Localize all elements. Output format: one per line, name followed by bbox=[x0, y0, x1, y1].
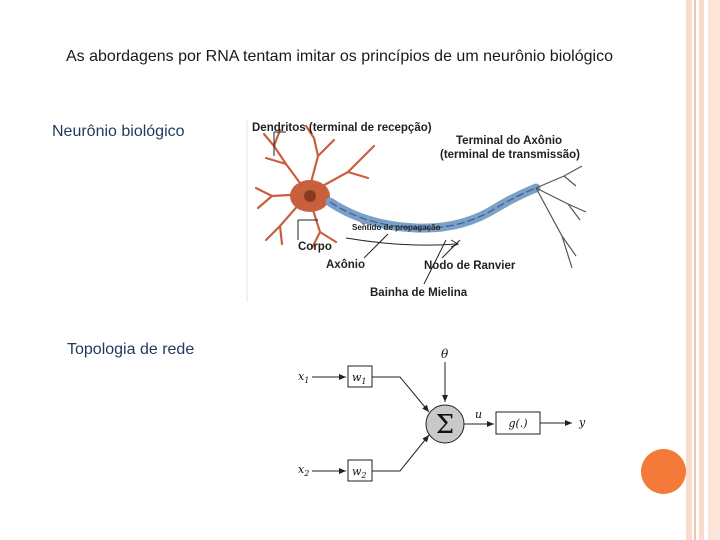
neuron-diagram: Dendritos (terminal de recepção) Termina… bbox=[246, 116, 604, 302]
y-label: y bbox=[578, 416, 586, 429]
neuron-label: Neurônio biológico bbox=[52, 123, 185, 140]
dendrites-label: Dendritos (terminal de recepção) bbox=[252, 122, 432, 134]
decor-stripe-4 bbox=[708, 0, 720, 540]
axon-terminal-label-2: (terminal de transmissão) bbox=[440, 149, 580, 161]
myelin-label: Bainha de Mielina bbox=[370, 287, 468, 299]
w1-label: w1 bbox=[352, 371, 367, 386]
u-label: u bbox=[475, 408, 482, 421]
w2-label: w2 bbox=[352, 465, 367, 480]
decor-stripe-2 bbox=[694, 0, 696, 540]
topology-label: Topologia de rede bbox=[67, 341, 195, 358]
x2-label: x2 bbox=[298, 463, 309, 478]
perceptron-diagram: x1 w1 x2 w2 θ Σ u g(.) y bbox=[298, 347, 586, 482]
propagation-label: Sentido de propagação bbox=[352, 223, 441, 232]
decor-stripe-3 bbox=[699, 0, 704, 540]
x1-label: x1 bbox=[298, 370, 309, 385]
axon-terminal-label-1: Terminal do Axônio bbox=[456, 135, 562, 147]
theta-label: θ bbox=[441, 347, 449, 361]
activation-label: g(.) bbox=[508, 417, 527, 430]
ranvier-label: Nodo de Ranvier bbox=[424, 260, 516, 272]
decor-orange-circle bbox=[641, 449, 686, 494]
axon-label: Axônio bbox=[326, 259, 365, 271]
axon-terminal-shape bbox=[535, 165, 587, 269]
sum-symbol: Σ bbox=[436, 410, 454, 440]
body-label: Corpo bbox=[298, 241, 332, 253]
slide-title: As abordagens por RNA tentam imitar os p… bbox=[66, 48, 613, 65]
decor-stripe-1 bbox=[686, 0, 692, 540]
